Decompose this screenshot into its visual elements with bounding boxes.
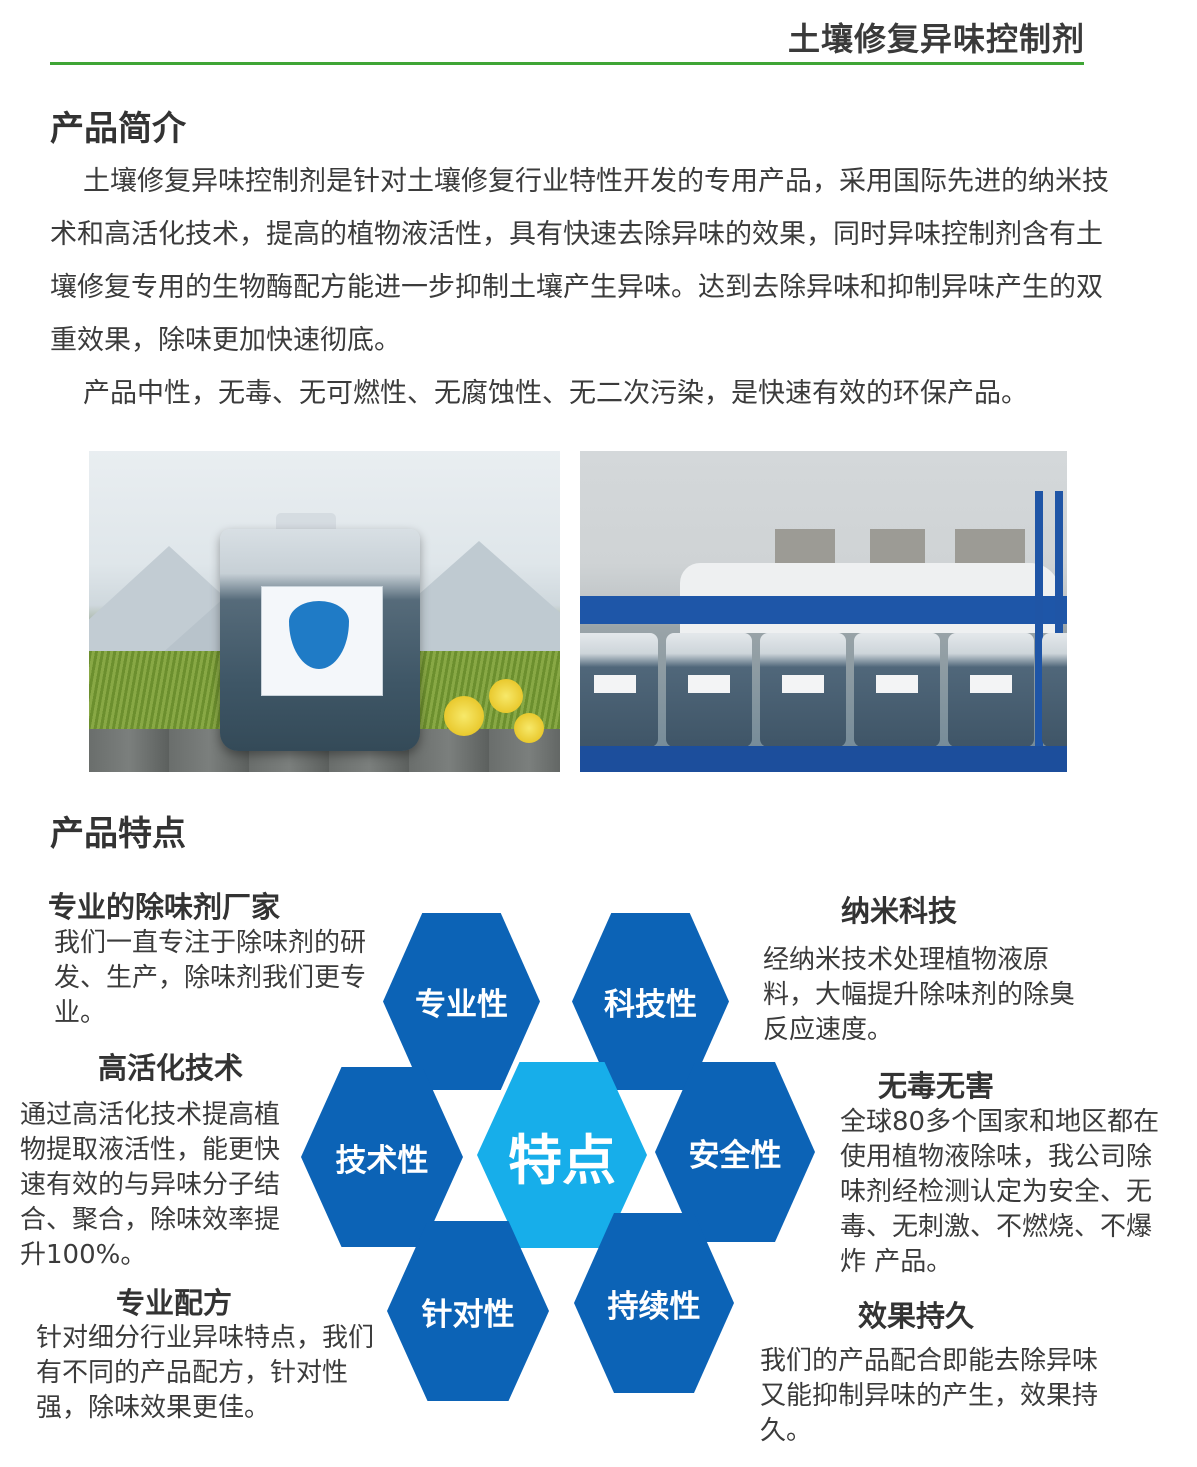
container-drum [760,633,846,747]
hex-technology: 科技性 [572,913,729,1090]
feature-desc-lasting: 我们的产品配合即能去除异味又能抑制异味的产生，效果持久。 [760,1346,1099,1446]
truck-post [1055,491,1063,771]
intro-heading: 产品简介 [50,109,186,149]
hex-technique: 技术性 [301,1067,463,1247]
flower [489,679,523,713]
feature-title-activation: 高活化技术 [98,1051,244,1085]
container-drum [948,633,1034,747]
feature-title-formula: 专业配方 [116,1286,233,1320]
page-title: 土壤修复异味控制剂 [787,20,1085,58]
features-heading: 产品特点 [50,814,186,854]
truck-bed [580,746,1067,772]
feature-title-lasting: 效果持久 [858,1299,975,1333]
feature-desc-activation: 通过高活化技术提高植物提取液活性，能更快速有效的与异味分子结合、聚合，除味效率提… [20,1100,281,1270]
title-divider [50,62,1084,65]
product-jug-photo [89,451,560,772]
truck-post [1035,491,1043,771]
hex-safety: 安全性 [655,1062,815,1242]
intro-text: 土壤修复异味控制剂是针对土壤修复行业特性开发的专用产品，采用国际先进的纳米技术和… [50,155,1120,420]
hex-durability: 持续性 [574,1213,734,1393]
container-drum [666,633,752,747]
flower [514,713,544,743]
container-drum [580,633,658,747]
feature-title-nanotech: 纳米科技 [841,894,958,928]
hex-professional: 专业性 [383,913,540,1090]
feature-desc-nanotech: 经纳米技术处理植物液原料，大幅提升除味剂的除臭反应速度。 [763,945,1076,1045]
hex-targeted: 针对性 [387,1221,549,1401]
flower [444,696,484,736]
truck-load-photo [580,451,1067,772]
feature-desc-formula: 针对细分行业异味特点，我们有不同的产品配方，针对性强，除味效果更佳。 [36,1323,375,1423]
truck-rail [580,596,1067,624]
feature-title-nontoxic: 无毒无害 [878,1069,995,1103]
feature-title-manufacturer: 专业的除味剂厂家 [48,890,281,924]
feature-desc-manufacturer: 我们一直专注于除味剂的研发、生产，除味剂我们更专业。 [54,928,367,1028]
intro-paragraph-2: 产品中性，无毒、无可燃性、无腐蚀性、无二次污染，是快速有效的环保产品。 [83,378,1028,409]
container-drum [854,633,940,747]
intro-paragraph-1: 土壤修复异味控制剂是针对土壤修复行业特性开发的专用产品，采用国际先进的纳米技术和… [50,166,1109,356]
container-drum [1042,633,1067,747]
feature-desc-nontoxic: 全球80多个国家和地区都在使用植物液除味，我公司除味剂经检测认定为安全、无毒、无… [840,1107,1160,1277]
